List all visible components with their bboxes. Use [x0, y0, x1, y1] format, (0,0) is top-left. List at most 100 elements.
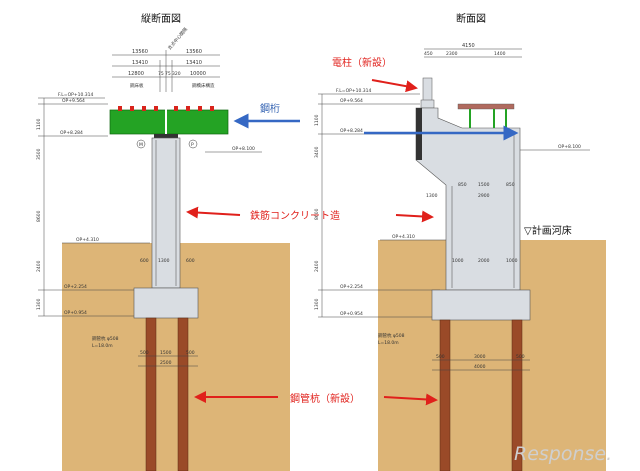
svg-text:OP+0.954: OP+0.954	[64, 310, 87, 316]
left-top-dimensions: 13560 13560 13410 13410 12800 10000 75 7…	[112, 26, 220, 92]
svg-text:75: 75	[165, 71, 171, 77]
svg-text:OP+8.284: OP+8.284	[60, 130, 83, 136]
steel-pipe-pile-left-1	[145, 317, 157, 471]
svg-text:M: M	[139, 142, 143, 148]
right-top-dimensions: 4150 450 2300 1400	[424, 43, 522, 58]
rc-pier-cross	[415, 107, 521, 291]
svg-text:500: 500	[140, 350, 149, 356]
callout-riverbed: ▽計画河床	[524, 224, 572, 237]
arrow-rc-right	[395, 210, 434, 223]
svg-text:OP+9.564: OP+9.564	[62, 98, 85, 104]
svg-text:3400: 3400	[314, 146, 320, 158]
svg-text:鋼管杭 φ508: 鋼管杭 φ508	[378, 332, 405, 339]
steel-girder-left	[109, 109, 229, 135]
svg-text:P: P	[191, 142, 194, 148]
right-pile-labels: 鋼管杭 φ508 L=18.0m 500 3000 500 4000	[378, 332, 530, 371]
svg-text:OP+9.564: OP+9.564	[340, 98, 363, 104]
svg-text:F.L=OP+10.314: F.L=OP+10.314	[336, 88, 371, 94]
right-vertical-dimensions: 1100 3400 8600 2400 1300	[314, 94, 323, 317]
svg-text:OP+4.310: OP+4.310	[392, 234, 415, 240]
footing-left	[133, 287, 199, 319]
svg-text:1500: 1500	[160, 350, 172, 356]
svg-text:1000: 1000	[452, 258, 464, 264]
svg-text:OP+8.100: OP+8.100	[558, 144, 581, 150]
left-level-lines: F.L=OP+10.314 OP+9.564 OP+8.284 OP+8.100…	[38, 92, 262, 317]
svg-text:500: 500	[436, 354, 445, 360]
svg-text:2400: 2400	[36, 260, 42, 272]
svg-text:1400: 1400	[494, 51, 506, 57]
svg-text:8600: 8600	[36, 210, 42, 222]
svg-text:OP+8.284: OP+8.284	[340, 128, 363, 134]
svg-text:600: 600	[186, 258, 195, 264]
svg-text:500: 500	[516, 354, 525, 360]
arrow-pole	[371, 79, 418, 93]
arrow-pile-right	[383, 393, 438, 406]
svg-text:F.L=OP+10.314: F.L=OP+10.314	[58, 92, 93, 98]
svg-text:320: 320	[172, 71, 181, 77]
svg-text:OP+2.254: OP+2.254	[64, 284, 87, 290]
svg-text:12800: 12800	[128, 71, 144, 77]
bearing-mark-p	[188, 139, 198, 149]
svg-text:1000: 1000	[506, 258, 518, 264]
steel-pipe-pile-right-1	[439, 319, 451, 471]
svg-text:10000: 10000	[190, 71, 206, 77]
deck-studs	[118, 106, 214, 111]
svg-text:450: 450	[424, 51, 433, 57]
svg-text:OP+4.310: OP+4.310	[76, 237, 99, 243]
svg-text:1300: 1300	[426, 193, 438, 199]
svg-text:1300: 1300	[158, 258, 170, 264]
svg-text:1100: 1100	[314, 114, 320, 126]
callout-steel-girder: 鋼桁	[260, 102, 280, 115]
svg-text:1300: 1300	[36, 298, 42, 310]
steel-pipe-pile-right-2	[511, 319, 523, 471]
callout-rc-structure: 鉄筋コンクリート造	[250, 209, 340, 222]
left-vertical-dimensions: 1100 3500 8600 2400 1300	[36, 98, 45, 316]
svg-text:850: 850	[458, 182, 467, 188]
right-pier-dimensions: 850 1500 850 1300 2900 1000 2000 1000	[426, 182, 518, 264]
svg-text:2000: 2000	[478, 258, 490, 264]
svg-text:850: 850	[506, 182, 515, 188]
callout-pole: 電柱（新設）	[332, 56, 392, 69]
svg-text:8600: 8600	[314, 208, 320, 220]
svg-text:2500: 2500	[160, 360, 172, 366]
svg-text:鋼床板: 鋼床板	[130, 82, 144, 89]
callout-steel-pipe-pile: 鋼管杭（新設）	[290, 392, 360, 405]
title-longitudinal: 縦断面図	[141, 12, 181, 25]
svg-text:3500: 3500	[36, 148, 42, 160]
svg-text:13410: 13410	[132, 60, 148, 66]
watermark-logo: Response.	[514, 443, 612, 465]
svg-text:L=18.0m: L=18.0m	[92, 343, 113, 349]
svg-text:OP+2.254: OP+2.254	[340, 284, 363, 290]
svg-text:1100: 1100	[36, 118, 42, 130]
rc-pier-column-left	[151, 137, 181, 289]
svg-text:1300: 1300	[314, 298, 320, 310]
svg-text:4150: 4150	[462, 43, 475, 49]
bearing-mark-m	[136, 139, 146, 149]
svg-text:13410: 13410	[186, 60, 202, 66]
svg-text:3000: 3000	[474, 354, 486, 360]
footing-right	[431, 289, 531, 321]
arrow-rc-left	[186, 206, 241, 219]
svg-text:1500: 1500	[478, 182, 490, 188]
svg-text:鋼橋床構造: 鋼橋床構造	[192, 82, 215, 89]
svg-text:支点中心間隔: 支点中心間隔	[166, 26, 189, 52]
title-cross: 断面図	[456, 12, 486, 25]
bracket-supports	[469, 109, 507, 128]
svg-text:2400: 2400	[314, 260, 320, 272]
svg-text:鋼管杭 φ508: 鋼管杭 φ508	[92, 335, 119, 342]
svg-text:2900: 2900	[478, 193, 490, 199]
svg-text:OP+0.954: OP+0.954	[340, 311, 363, 317]
svg-text:500: 500	[186, 350, 195, 356]
svg-text:L=18.0m: L=18.0m	[378, 340, 399, 346]
svg-text:600: 600	[140, 258, 149, 264]
steel-pipe-pile-left-2	[177, 317, 189, 471]
svg-text:75: 75	[158, 71, 164, 77]
svg-text:2300: 2300	[446, 51, 458, 57]
svg-text:13560: 13560	[186, 49, 202, 55]
steel-girder-cross	[457, 103, 515, 110]
left-pile-labels: 鋼管杭 φ508 L=18.0m 500 1500 500 2500	[92, 335, 198, 367]
svg-text:13560: 13560	[132, 49, 148, 55]
svg-text:4000: 4000	[474, 364, 486, 370]
